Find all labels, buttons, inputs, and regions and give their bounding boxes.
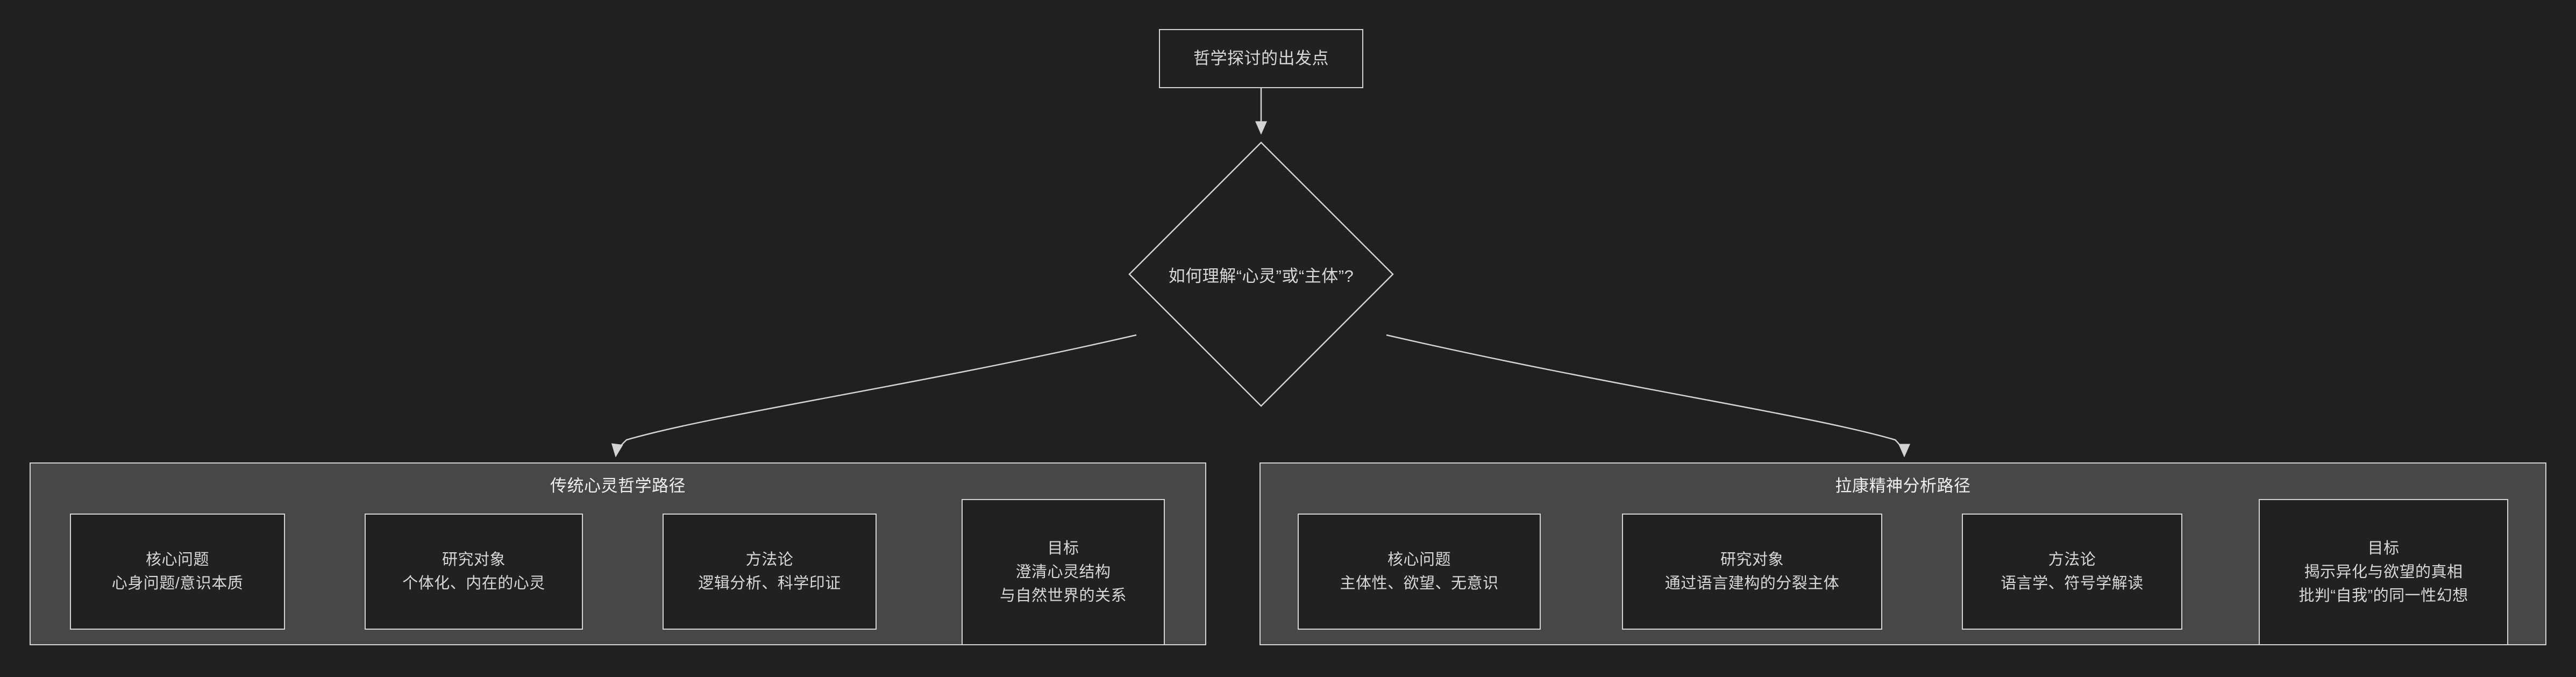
node-heading: 研究对象 bbox=[1720, 551, 1784, 568]
node-heading: 核心问题 bbox=[1387, 551, 1451, 568]
node-heading: 方法论 bbox=[2048, 551, 2096, 568]
node-lacanian-object-of-study[interactable]: 研究对象 通过语言建构的分裂主体 bbox=[1622, 514, 1882, 630]
node-root[interactable]: 哲学探讨的出发点 bbox=[1159, 29, 1363, 88]
node-root-label: 哲学探讨的出发点 bbox=[1193, 49, 1329, 68]
diamond-shape bbox=[1128, 141, 1394, 407]
cluster-lacanian-title: 拉康精神分析路径 bbox=[1835, 476, 1971, 495]
node-heading: 核心问题 bbox=[145, 551, 209, 568]
node-lacanian-core-question[interactable]: 核心问题 主体性、欲望、无意识 bbox=[1298, 514, 1541, 630]
edge-decision-to-lacanian bbox=[1386, 334, 1910, 458]
node-traditional-object-of-study[interactable]: 研究对象 个体化、内在的心灵 bbox=[365, 514, 583, 630]
node-heading: 方法论 bbox=[745, 551, 794, 568]
node-traditional-methodology[interactable]: 方法论 逻辑分析、科学印证 bbox=[663, 514, 877, 630]
node-traditional-goal[interactable]: 目标 澄清心灵结构 与自然世界的关系 bbox=[962, 499, 1165, 645]
node-decision-label: 如何理解“心灵”或“主体”? bbox=[1168, 266, 1354, 286]
node-detail-line: 个体化、内在的心灵 bbox=[402, 575, 545, 592]
node-heading: 研究对象 bbox=[442, 551, 506, 568]
cluster-traditional-title: 传统心灵哲学路径 bbox=[550, 476, 686, 495]
node-lacanian-goal[interactable]: 目标 揭示异化与欲望的真相 批判“自我”的同一性幻想 bbox=[2259, 499, 2508, 645]
node-detail-line: 逻辑分析、科学印证 bbox=[698, 575, 841, 592]
node-heading: 目标 bbox=[2367, 539, 2400, 557]
node-lacanian-methodology[interactable]: 方法论 语言学、符号学解读 bbox=[1962, 514, 2182, 630]
node-decision[interactable]: 如何理解“心灵”或“主体”? bbox=[1127, 140, 1396, 409]
node-detail-line: 批判“自我”的同一性幻想 bbox=[2299, 587, 2468, 605]
node-traditional-core-question[interactable]: 核心问题 心身问题/意识本质 bbox=[70, 514, 285, 630]
node-detail-line: 揭示异化与欲望的真相 bbox=[2304, 563, 2463, 581]
node-detail-line: 通过语言建构的分裂主体 bbox=[1664, 575, 1840, 592]
edge-decision-to-traditional bbox=[611, 334, 1137, 458]
node-heading: 目标 bbox=[1047, 539, 1079, 557]
node-detail-line: 澄清心灵结构 bbox=[1015, 563, 1111, 581]
node-detail-line: 与自然世界的关系 bbox=[999, 587, 1127, 605]
node-detail-line: 心身问题/意识本质 bbox=[111, 575, 244, 592]
node-detail-line: 主体性、欲望、无意识 bbox=[1340, 575, 1499, 592]
node-detail-line: 语言学、符号学解读 bbox=[2001, 575, 2144, 592]
